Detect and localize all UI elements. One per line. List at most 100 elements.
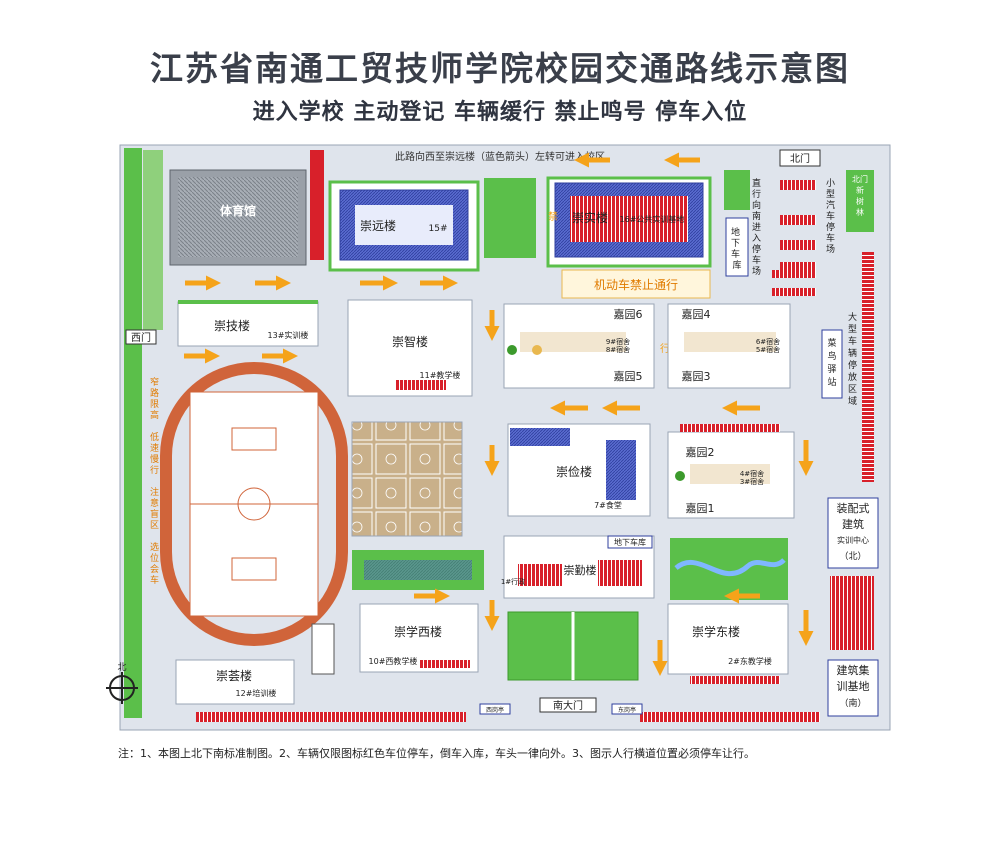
north-garage-label: 地 下 车 库	[731, 226, 743, 271]
assembly-training-center	[827, 497, 879, 569]
north-garage-lawn	[724, 170, 750, 210]
cainiao-station	[821, 329, 843, 399]
south-gate[interactable]	[539, 697, 597, 713]
jiayuan4-label: 嘉园4	[682, 307, 711, 321]
west-guard-label: 西岗亭	[486, 706, 504, 714]
dorm-6-label: 6#宿舍	[756, 337, 780, 346]
chongjian-label: 崇俭楼	[556, 464, 592, 479]
no-motor-label: 机动车禁止通行	[594, 277, 678, 292]
map-subtitle: 进入学校 主动登记 车辆缓行 禁止鸣号 停车入位	[252, 100, 748, 125]
straight-parking-label: 直行向南进入停车场	[752, 177, 761, 277]
compass-icon: 北	[106, 662, 138, 704]
south-garage	[607, 535, 653, 549]
chongshi-label: 崇实楼	[572, 210, 608, 225]
chongyuan-court	[355, 205, 453, 245]
north-road-note: 此路向西至崇远楼（蓝色箭头）左转可进入校区	[395, 150, 605, 163]
chongxue-east-tag: 2#东教学楼	[728, 656, 772, 666]
south-garage-label: 地下车库	[614, 537, 646, 547]
chongxue-east-parking	[690, 676, 780, 684]
chongxue-east-label: 崇学东楼	[692, 624, 740, 639]
chongyuan-number: 15#	[429, 224, 448, 234]
assembly-label-2: 建筑	[842, 517, 864, 531]
gym-label: 体育馆	[220, 203, 256, 218]
jiayuan1-label: 嘉园1	[686, 501, 715, 515]
walk-mark-1: 行	[660, 342, 670, 355]
chongqin-label: 崇勤楼	[564, 563, 597, 577]
chongji-label: 崇技楼	[214, 318, 250, 333]
north-garage-label-4: 库	[732, 259, 741, 271]
big-vehicle-label: 大型车辆停放区域	[848, 311, 857, 407]
chongji-tag: 13#实训楼	[268, 330, 309, 340]
chongzhi-tag: 11#教学楼	[420, 370, 461, 380]
north-gate[interactable]	[779, 149, 821, 167]
jiayuan-6-5-garden	[520, 332, 626, 352]
assembly-label-1: 装配式	[837, 502, 870, 515]
footnote: 注：1、本图上北下南标准制图。2、车辆仅限图标红色车位停车，倒车入库，车头一律向…	[118, 747, 755, 760]
no-motor-zone	[561, 269, 711, 299]
east-garden-stream	[674, 558, 786, 577]
small-car-parking-label: 小型汽车停车场	[826, 178, 835, 255]
assembly-label-3: 实训中心	[837, 535, 869, 545]
north-parking-strip	[310, 150, 324, 260]
tree-a	[507, 345, 517, 355]
north-gate-label: 北门	[790, 152, 810, 165]
traffic-arrows	[184, 152, 814, 676]
dorm-8-label: 8#宿舍	[606, 345, 630, 354]
east-guard-label: 东岗亭	[618, 706, 636, 714]
chongshi-parking	[570, 196, 688, 242]
construction-training-base	[827, 659, 879, 717]
chongjian-tag: 7#食堂	[594, 500, 622, 510]
jiayuan3-label: 嘉园3	[682, 369, 711, 383]
north-garage-label-1: 地	[731, 226, 740, 238]
tree-c	[675, 471, 685, 481]
chongshi-tag: 16#公共实训基地	[620, 214, 685, 224]
dorm-4-label: 4#宿舍	[740, 469, 764, 478]
jiayuan2-label: 嘉园2	[686, 445, 715, 459]
north-garage-label-2: 下	[731, 239, 740, 249]
chongxue-west-parking	[420, 660, 470, 668]
west-guard-post	[479, 703, 511, 715]
tree-b	[532, 345, 542, 355]
chongxue-west-tag: 10#西教学楼	[369, 656, 418, 666]
compass-north-label: 北	[117, 662, 126, 673]
west-garden-pond	[364, 560, 472, 580]
north-forest	[846, 170, 874, 232]
jiayuan6-label: 嘉园6	[614, 307, 643, 321]
map-title: 江苏省南通工贸技师学院校园交通路线示意图	[150, 49, 850, 88]
chongcha-label: 崇荟楼	[216, 668, 252, 683]
construction-label-1: 建筑集	[837, 663, 870, 677]
east-parking-column	[830, 576, 874, 650]
goal-box-north	[231, 427, 277, 451]
chongqin-tag: 1#行政	[501, 577, 525, 586]
west-gate[interactable]	[125, 329, 157, 345]
east-parking-row-1	[772, 270, 816, 278]
chongxue-west-label: 崇学西楼	[394, 624, 442, 639]
chongji-lawn	[178, 300, 318, 304]
north-garage	[725, 217, 749, 277]
gym-roof	[178, 177, 298, 257]
running-track	[160, 362, 348, 646]
chongzhi-label: 崇智楼	[392, 334, 428, 349]
chongxue-east-building	[667, 603, 789, 675]
chongzhi-parking	[396, 380, 446, 390]
east-big-parking	[862, 252, 874, 482]
west-grass-strip	[143, 150, 163, 330]
chongjian-roof	[510, 428, 570, 446]
east-garden	[670, 538, 788, 600]
construction-label-2: 训基地	[837, 680, 870, 693]
small-court	[311, 623, 335, 675]
goal-box-south	[231, 557, 277, 581]
dorm-9-label: 9#宿舍	[606, 337, 630, 346]
north-garage-label-3: 车	[731, 248, 740, 260]
west-road-warnings: 窄路限高 低速慢行 注意盲区 选位会车	[150, 376, 162, 586]
jiayuan5-label: 嘉园5	[614, 369, 643, 383]
dorm-5-label: 5#宿舍	[756, 345, 780, 354]
basketball-courts	[351, 421, 463, 537]
south-gate-label: 南大门	[553, 699, 583, 712]
jiayuan-2-parking	[680, 424, 780, 432]
chongcha-building	[175, 659, 295, 705]
center-circle	[237, 487, 271, 521]
west-grass-belt	[124, 148, 142, 718]
south-parking-west	[196, 712, 466, 722]
